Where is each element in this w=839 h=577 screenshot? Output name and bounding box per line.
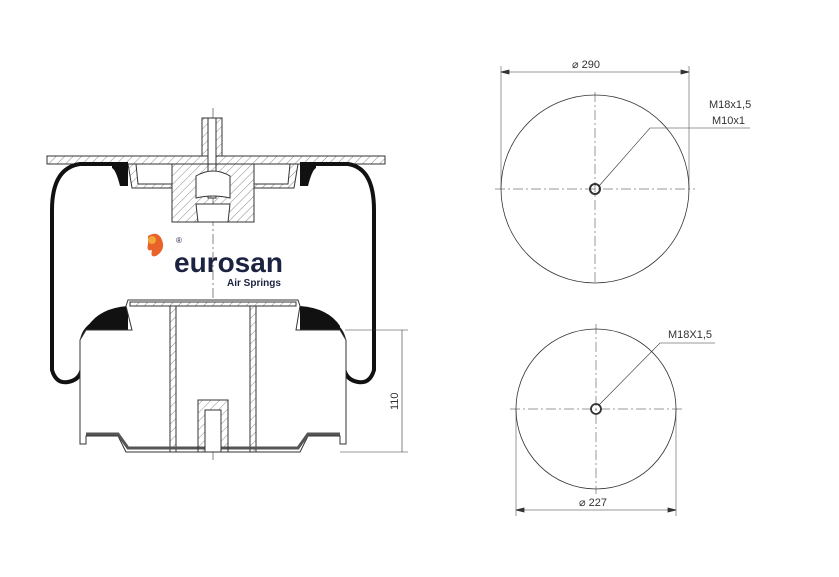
top-diameter-label: ⌀ 290 (572, 59, 600, 71)
side-section-view (46, 108, 408, 460)
height-dimension-label: 110 (389, 392, 401, 410)
bottom-piston-view (510, 324, 715, 516)
svg-text:®: ® (176, 236, 182, 245)
top-plate-view (495, 66, 750, 285)
top-thread-1-label: M18x1,5 (709, 99, 751, 111)
bottom-thread-label: M18X1,5 (668, 329, 712, 341)
svg-text:Air Springs: Air Springs (227, 278, 281, 289)
eurosan-logo: ® eurosan Air Springs (147, 233, 283, 289)
bottom-diameter-label: ⌀ 227 (579, 497, 607, 509)
top-thread-2-label: M10x1 (712, 115, 745, 127)
svg-text:eurosan: eurosan (174, 247, 283, 278)
